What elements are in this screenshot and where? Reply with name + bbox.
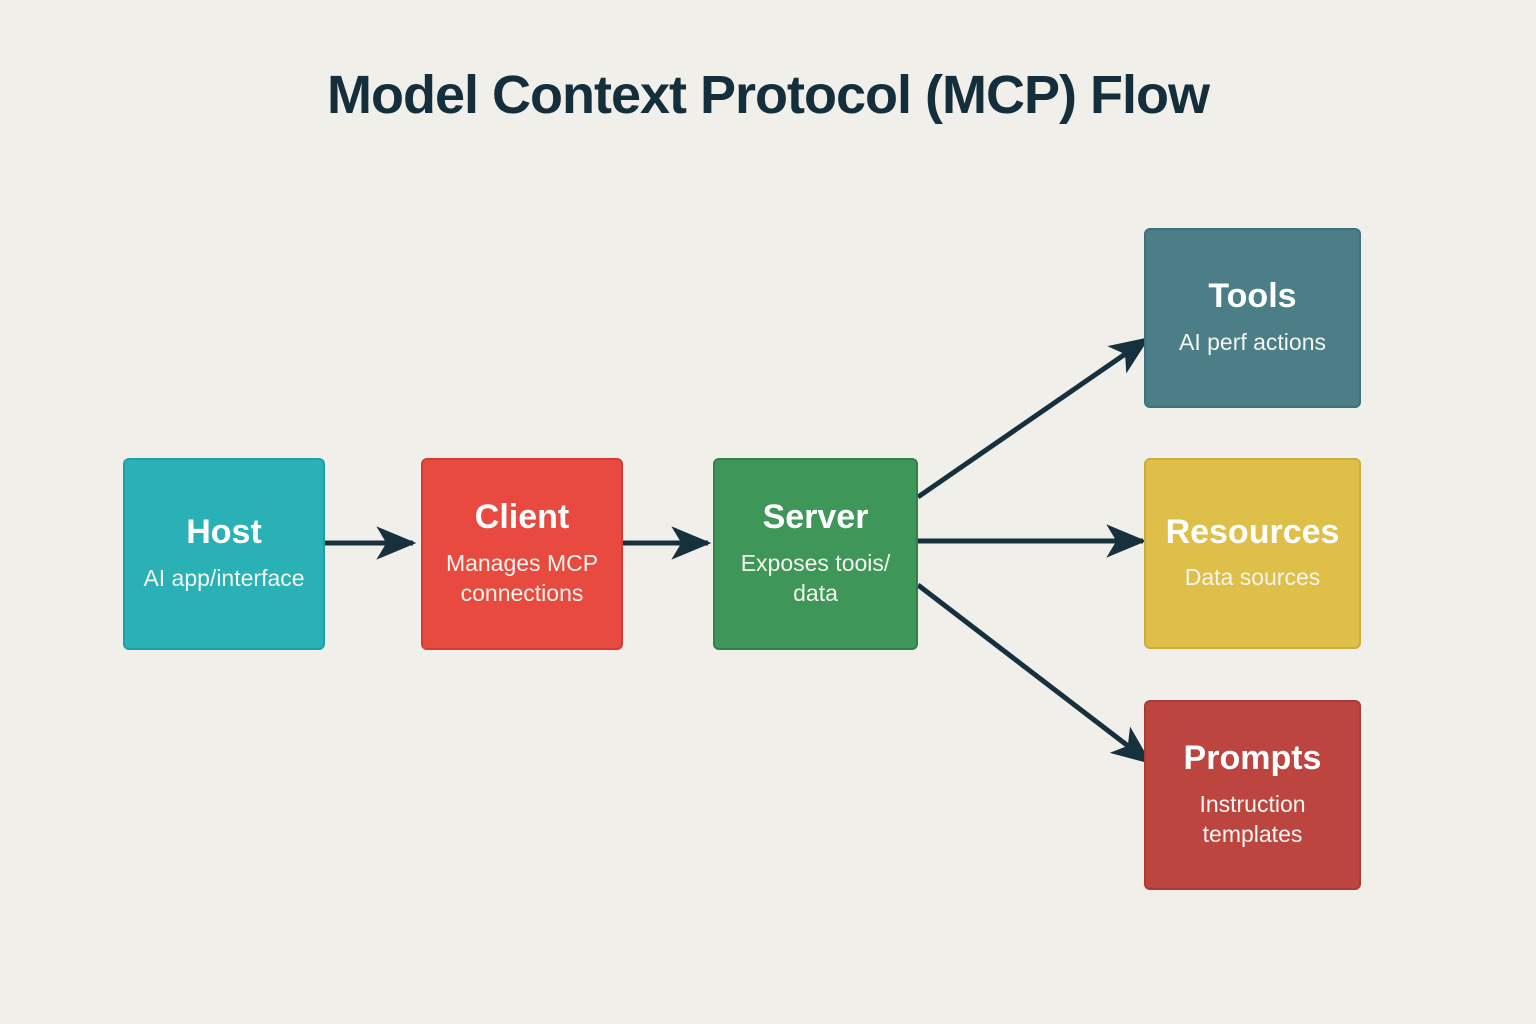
node-resources-label: Resources [1165,512,1340,551]
arrow-server-to-prompts [916,583,1152,765]
node-client-label: Client [474,498,570,537]
node-client-sublabel: Manages MCP connections [445,549,599,606]
node-tools: Tools AI perf actions [1144,228,1361,408]
arrow-server-to-tools [916,336,1150,500]
diagram-title: Model Context Protocol (MCP) Flow [327,65,1210,125]
node-prompts: Prompts Instruction templates [1144,700,1361,890]
node-prompts-label: Prompts [1183,739,1322,778]
node-prompts-sublabel: Instruction templates [1199,790,1306,847]
node-server: Server Exposes toois/ data [713,458,918,650]
node-resources: Resources Data sources [1144,458,1361,649]
node-tools-sublabel: AI perf actions [1178,328,1327,355]
node-tools-label: Tools [1208,277,1297,316]
node-host: Host AI app/interface [123,458,325,650]
node-server-label: Server [762,498,869,537]
node-server-sublabel: Exposes toois/ data [740,549,891,606]
node-host-sublabel: AI app/interface [143,564,305,591]
node-resources-sublabel: Data sources [1184,564,1321,591]
node-client: Client Manages MCP connections [421,458,623,650]
node-host-label: Host [186,513,262,552]
